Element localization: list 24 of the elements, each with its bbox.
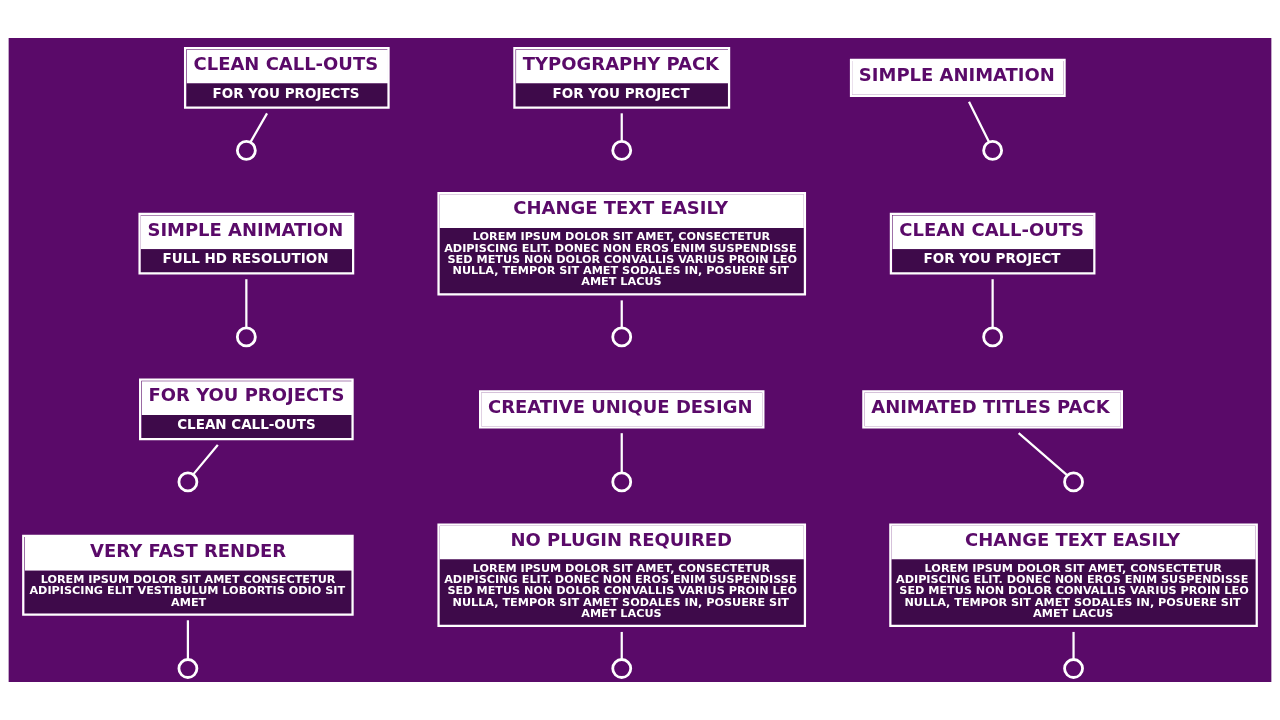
node-circle (611, 658, 633, 679)
node-circle (235, 326, 257, 348)
connector (968, 101, 991, 143)
node-circle (1063, 658, 1084, 679)
connector (620, 631, 623, 660)
node-circle (177, 658, 199, 679)
node-circle (982, 140, 1004, 161)
connector (1072, 631, 1075, 660)
connector (1017, 432, 1069, 477)
node-circle (982, 326, 1004, 348)
node-circle (1063, 471, 1084, 493)
connector (620, 433, 623, 473)
connector (186, 620, 190, 660)
connector (245, 279, 248, 328)
connector (991, 279, 994, 328)
connector (192, 444, 219, 475)
connector (249, 112, 269, 143)
connector (620, 113, 623, 141)
node-circle (611, 140, 633, 161)
node-circle (177, 471, 199, 493)
node-circle (235, 140, 257, 161)
node-circle (611, 471, 633, 493)
connector (620, 300, 623, 328)
node-circle (611, 326, 633, 348)
